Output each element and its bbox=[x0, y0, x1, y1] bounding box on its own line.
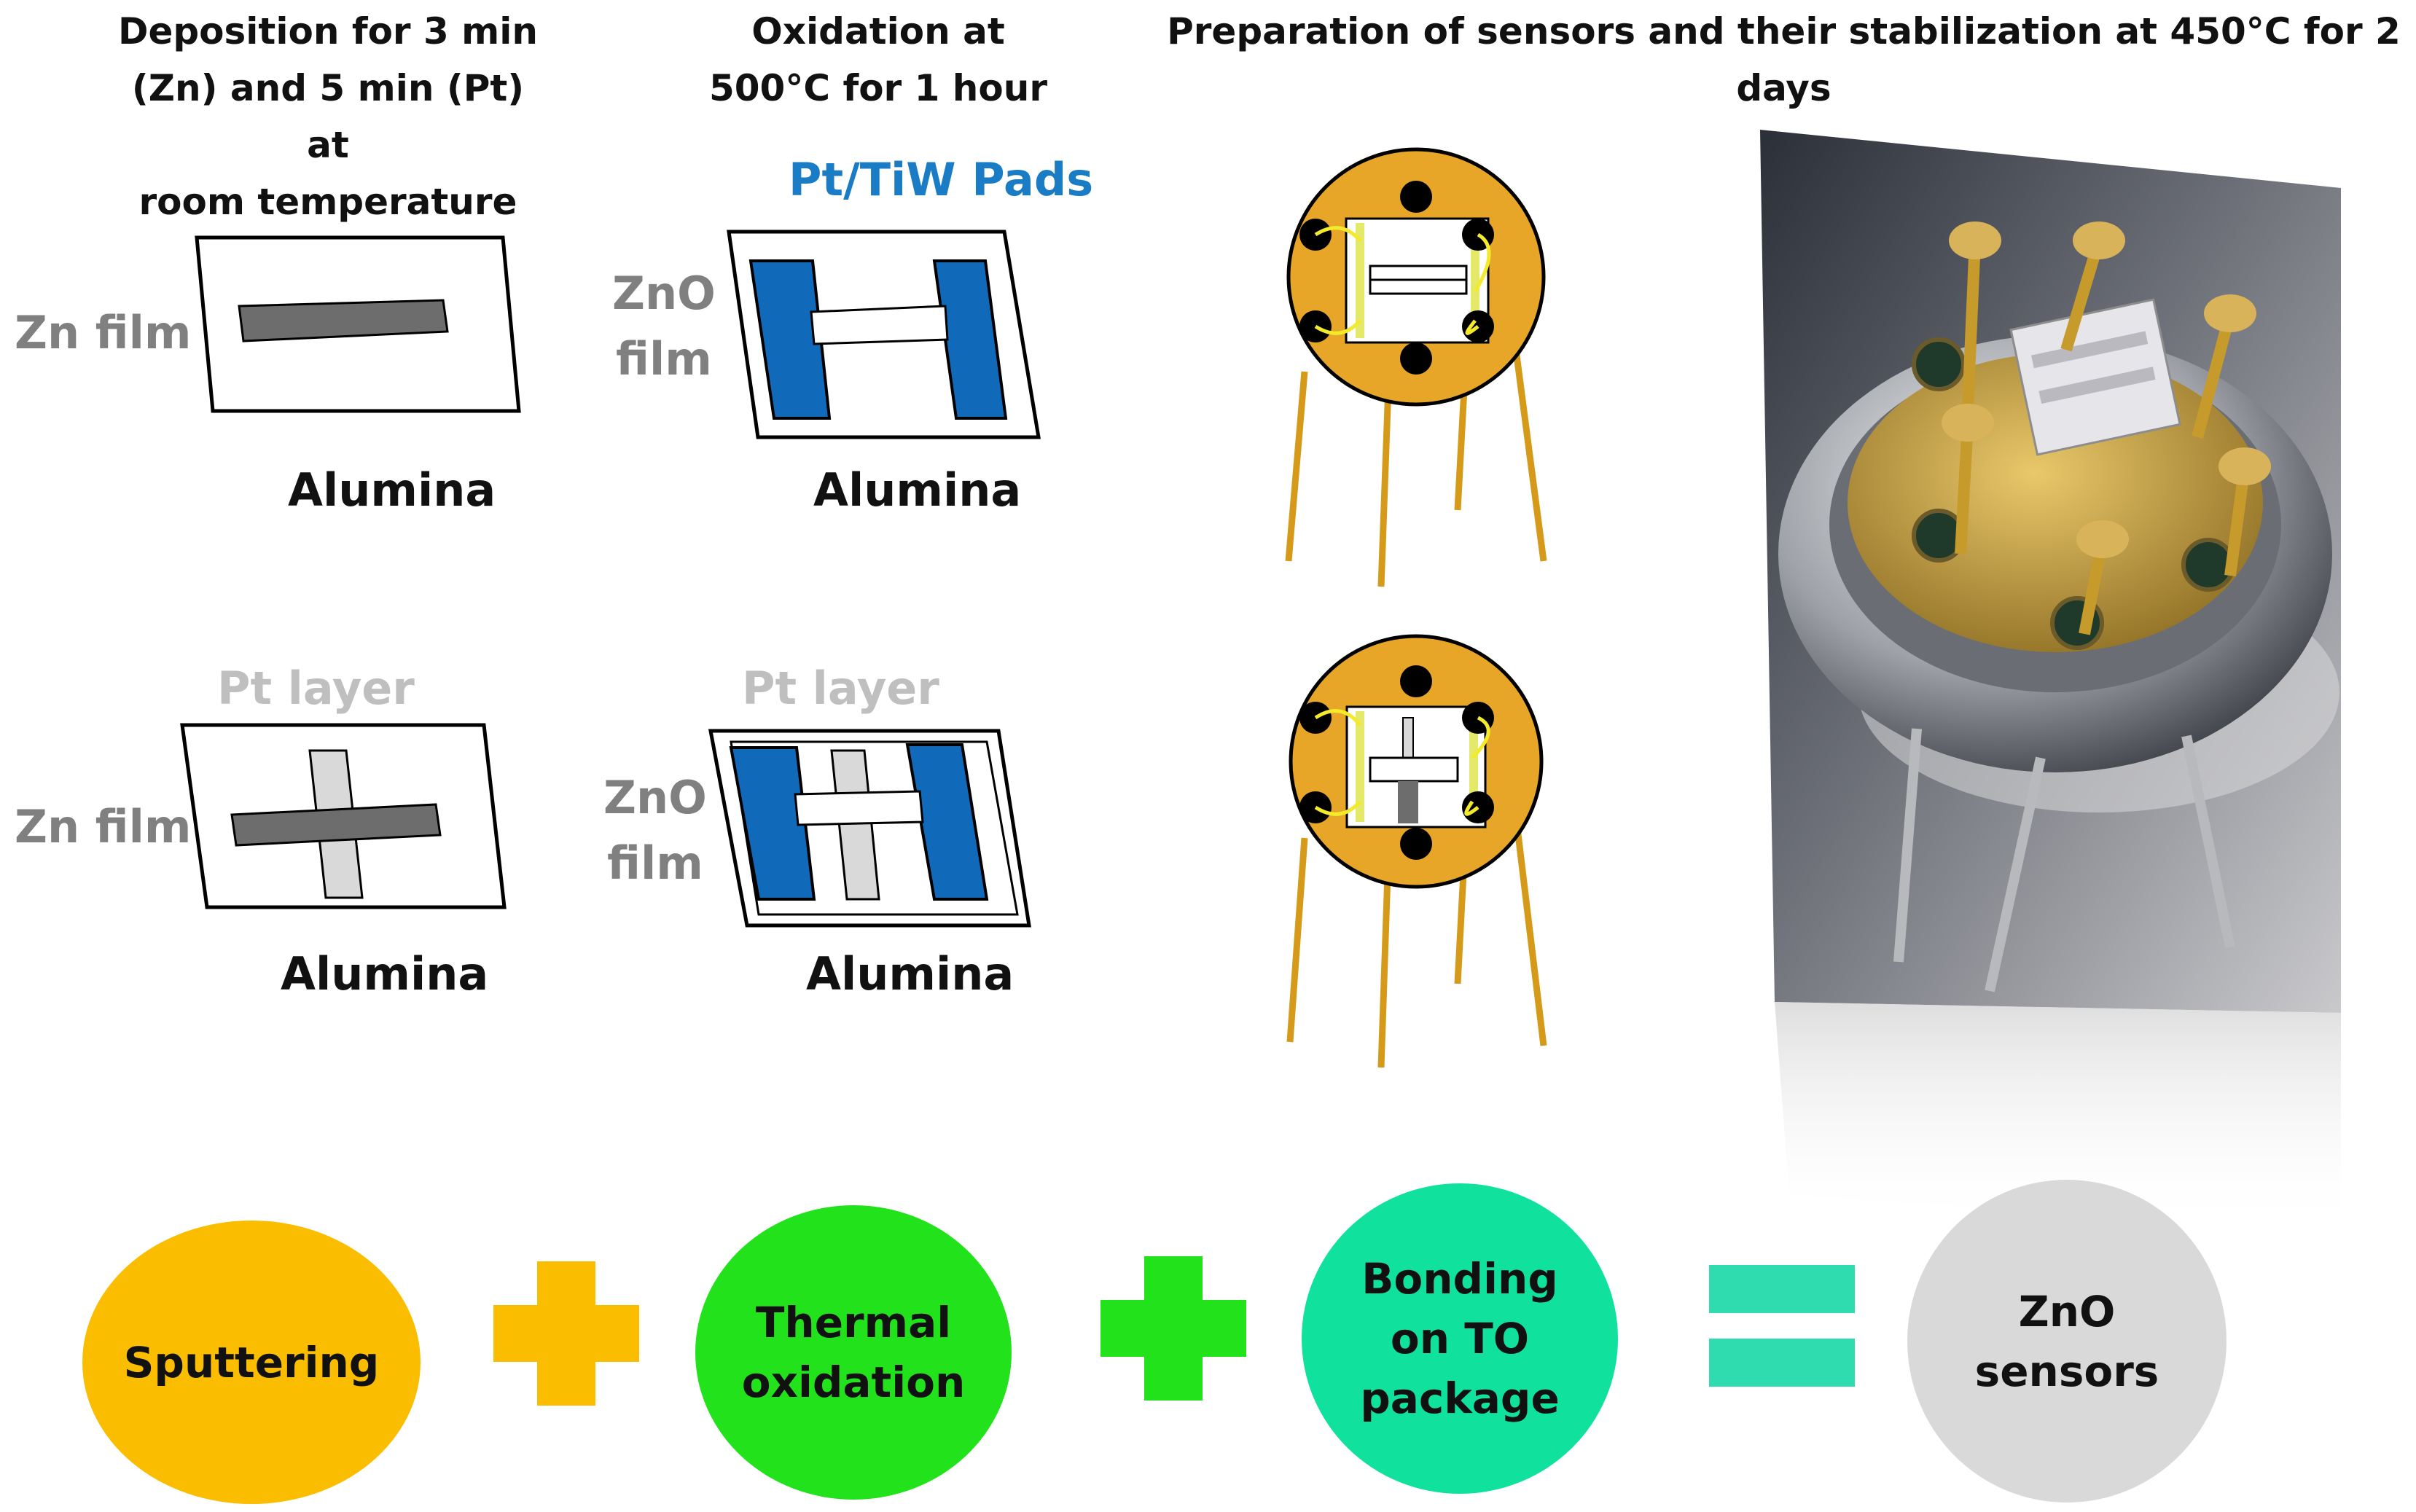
label-alumina-4: Alumina bbox=[806, 947, 1015, 1000]
label-alumina-3: Alumina bbox=[281, 947, 489, 1000]
to-package-top bbox=[1285, 147, 1547, 587]
process-step-thermal-oxidation: Thermal oxidation bbox=[695, 1205, 1012, 1500]
header-preparation: Preparation of sensors and their stabili… bbox=[1167, 10, 2401, 109]
substrate-zno-film bbox=[727, 230, 1041, 439]
header-deposition: Deposition for 3 min (Zn) and 5 min (Pt)… bbox=[117, 10, 539, 223]
label-zn-film-top: Zn film bbox=[15, 306, 192, 359]
label-zno-film-top: ZnO film bbox=[612, 267, 716, 385]
label-zn-film-bottom: Zn film bbox=[15, 800, 192, 853]
label-zno-film-bottom: ZnO film bbox=[603, 771, 707, 890]
label-alumina-2: Alumina bbox=[813, 463, 1022, 517]
substrate-zn-pt bbox=[180, 723, 507, 909]
header-oxidation: Oxidation at 500°C for 1 hour bbox=[708, 10, 1048, 109]
to-package-bottom bbox=[1286, 634, 1547, 1068]
plus-sign-1 bbox=[493, 1261, 639, 1406]
process-step-bonding: Bonding on TO package bbox=[1302, 1183, 1618, 1494]
substrate-zn-film bbox=[195, 235, 521, 413]
equals-sign bbox=[1709, 1265, 1855, 1387]
plus-sign-2 bbox=[1101, 1256, 1246, 1401]
sensor-photo bbox=[1760, 130, 2341, 1231]
process-step-sputtering: Sputtering bbox=[82, 1221, 421, 1504]
label-pt-layer-left: Pt layer bbox=[217, 662, 415, 715]
result-zno-sensors: ZnO sensors bbox=[1907, 1180, 2227, 1503]
substrate-zno-pt bbox=[708, 729, 1031, 928]
label-pt-tiw-pads: Pt/TiW Pads bbox=[789, 153, 1094, 206]
label-pt-layer-right: Pt layer bbox=[742, 662, 939, 715]
label-alumina-1: Alumina bbox=[288, 463, 496, 517]
